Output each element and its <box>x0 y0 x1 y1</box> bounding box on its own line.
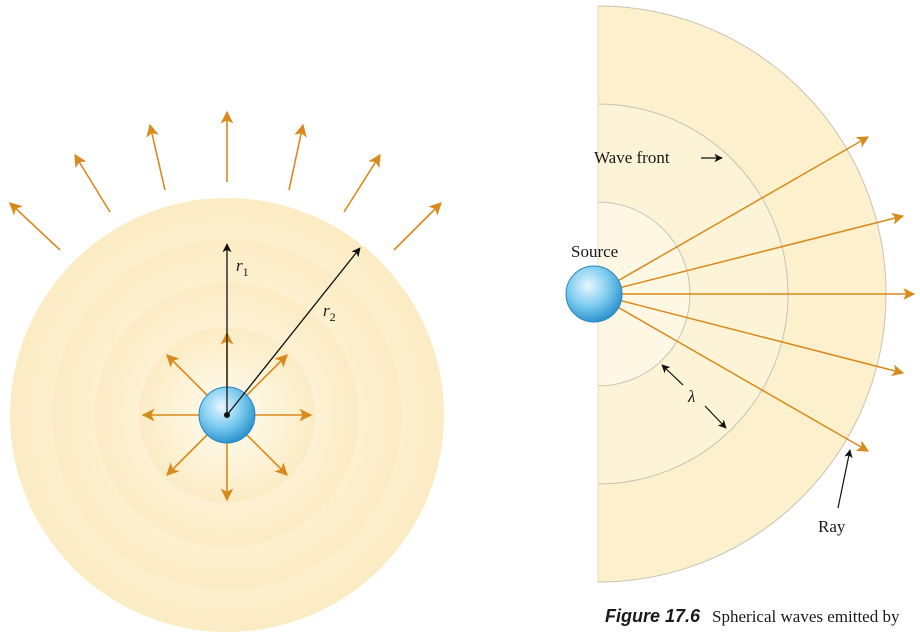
ray-arrow <box>74 153 111 213</box>
radius-r2-arrow <box>226 247 361 416</box>
ray-arrow <box>9 202 61 251</box>
ray <box>594 212 905 295</box>
ray <box>594 136 870 295</box>
figure-caption: Figure 17.6 Spherical waves emitted by <box>605 606 899 627</box>
ray-arrow <box>393 202 442 251</box>
ray-arrow <box>288 123 307 191</box>
inner-arrow <box>246 354 288 396</box>
outward-ray-arrows <box>9 110 442 251</box>
right-wave-front-diagram: Source Wave front λ Ray <box>565 5 916 583</box>
source-sphere-right <box>565 265 623 323</box>
wavelength-arrow-right <box>704 405 727 429</box>
caption-text: Spherical waves emitted by <box>712 607 900 626</box>
ray <box>594 293 870 452</box>
ray-arrow <box>343 153 381 213</box>
inner-arrow <box>166 354 208 396</box>
source-label: Source <box>571 242 618 261</box>
radius-r1-label: r1 <box>236 256 249 279</box>
rays <box>594 136 916 452</box>
figure-number: Figure 17.6 <box>605 606 701 626</box>
wave-front-label: Wave front <box>594 148 670 167</box>
ray-label: Ray <box>818 517 846 536</box>
ray <box>594 293 905 377</box>
radius-r2-label: r2 <box>323 301 336 324</box>
ray-pointer <box>837 449 853 509</box>
inner-arrow <box>246 434 288 476</box>
wavelength-label: λ <box>687 387 695 406</box>
wavelength-arrow-left <box>661 364 684 386</box>
ray-arrow <box>146 123 166 191</box>
inner-arrow <box>166 434 208 476</box>
left-spherical-wave-diagram: r1 r2 <box>9 110 444 632</box>
